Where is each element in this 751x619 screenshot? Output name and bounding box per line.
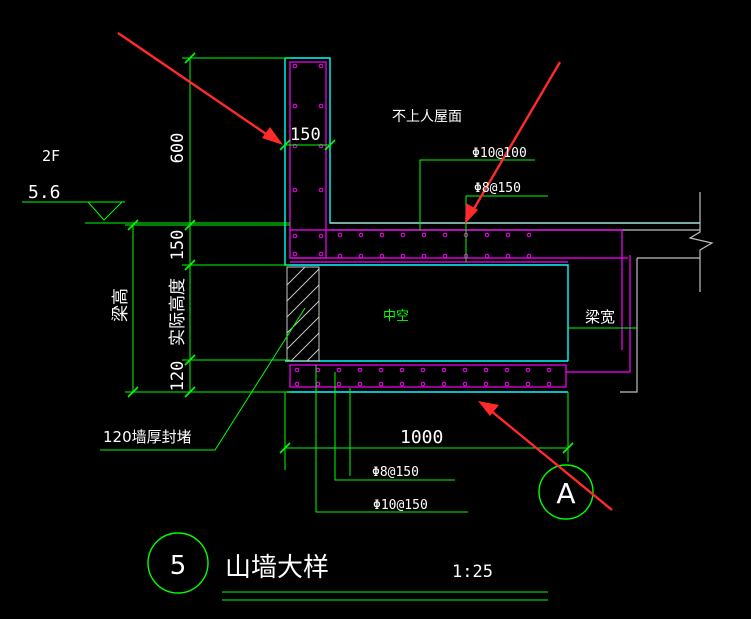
dim-wall-width: 150	[290, 125, 321, 145]
rebar-dot	[546, 381, 552, 387]
rebar-dot	[505, 232, 511, 238]
label-actual-height: 实际高度	[168, 278, 188, 346]
rebar-dot	[462, 381, 468, 387]
rebar-dot	[315, 381, 321, 387]
dim-parapet-height: 600	[168, 133, 188, 164]
rebar-dot	[358, 232, 364, 238]
rebar-dot	[484, 253, 490, 259]
detail-number: 5	[170, 551, 187, 581]
rebar-dot	[318, 63, 324, 69]
label-beam-width: 梁宽	[585, 308, 615, 326]
label-beam-height: 梁高	[111, 288, 131, 322]
slab-break-line	[330, 192, 714, 393]
rebar-dot	[504, 367, 510, 373]
rebar-dot	[294, 381, 300, 387]
rebar-dot	[483, 367, 489, 373]
rebar-dot	[318, 187, 324, 193]
rebar-dot	[292, 63, 298, 69]
rebar-dot	[318, 103, 324, 109]
rebar-bottom-2: Φ10@150	[373, 498, 428, 513]
detail-scale: 1:25	[452, 562, 493, 582]
rebar-dot	[292, 103, 298, 109]
rebar-dot	[318, 233, 324, 239]
rebar-dot	[399, 381, 405, 387]
rebar-dot	[526, 253, 532, 259]
rebar-dot	[358, 253, 364, 259]
rebar-dot	[546, 367, 552, 373]
rebar-dot	[462, 367, 468, 373]
label-wall-seal: 120墙厚封堵	[103, 428, 192, 446]
rebar-dot	[378, 367, 384, 373]
rebar-dot	[399, 367, 405, 373]
detail-title: 山墙大样	[225, 553, 329, 583]
rebar-dot	[400, 232, 406, 238]
rebar-dot	[420, 367, 426, 373]
rebar-dot	[441, 381, 447, 387]
rebar-dot	[336, 381, 342, 387]
rebar-dot	[378, 381, 384, 387]
dim-slab-thickness: 150	[168, 230, 188, 261]
rebar-dot	[400, 253, 406, 259]
rebar-dot	[292, 187, 298, 193]
detail-number-bubble	[147, 532, 209, 594]
rebar-dot	[484, 232, 490, 238]
rebar-dot	[357, 381, 363, 387]
rebar-dot	[526, 232, 532, 238]
rebar-dot	[442, 232, 448, 238]
dim-span: 1000	[400, 427, 443, 448]
rebar-dot	[337, 253, 343, 259]
rebar-dot	[315, 367, 321, 373]
rebar-dot	[379, 232, 385, 238]
rebar-bottom-1: Φ8@150	[372, 465, 419, 480]
rebar-dot	[379, 253, 385, 259]
rebar-dot	[292, 233, 298, 239]
rebar-dot	[442, 253, 448, 259]
annotation-arrows	[117, 32, 613, 511]
rebar-top-2: Φ8@150	[474, 181, 521, 196]
rebar-dot	[337, 232, 343, 238]
rebar-dot	[294, 367, 300, 373]
rebar-dot	[505, 253, 511, 259]
wall-hatch	[286, 266, 320, 362]
rebar-top-1: Φ10@100	[472, 146, 527, 161]
rebar-dot	[292, 143, 298, 149]
rebar-cage	[289, 61, 631, 388]
rebar-dot	[483, 381, 489, 387]
rebar-dot	[525, 381, 531, 387]
rebar-dot	[318, 251, 324, 257]
rebar-dot	[525, 367, 531, 373]
rebar-dot	[292, 251, 298, 257]
rebar-dot	[421, 253, 427, 259]
label-hollow: 中空	[383, 309, 409, 324]
roof-label: 不上人屋面	[392, 109, 462, 125]
rebar-dot	[441, 367, 447, 373]
grid-axis-label: A	[556, 477, 575, 510]
dimension-ticks	[127, 52, 574, 454]
dim-bottom-slab: 120	[168, 361, 188, 392]
rebar-dot	[357, 367, 363, 373]
concrete-outline	[284, 57, 700, 393]
elevation-value: 5.6	[28, 182, 61, 203]
grid-axis-bubble	[538, 464, 594, 520]
floor-label: 2F	[42, 147, 60, 165]
rebar-dot	[336, 367, 342, 373]
rebar-dot	[504, 381, 510, 387]
rebar-dots	[292, 63, 552, 387]
rebar-dot	[318, 143, 324, 149]
rebar-dot	[421, 232, 427, 238]
rebar-dot	[420, 381, 426, 387]
text-labels: 不上人屋面 2F 5.6 600 150 120 实际高度 梁高 150 Φ10…	[28, 109, 615, 583]
